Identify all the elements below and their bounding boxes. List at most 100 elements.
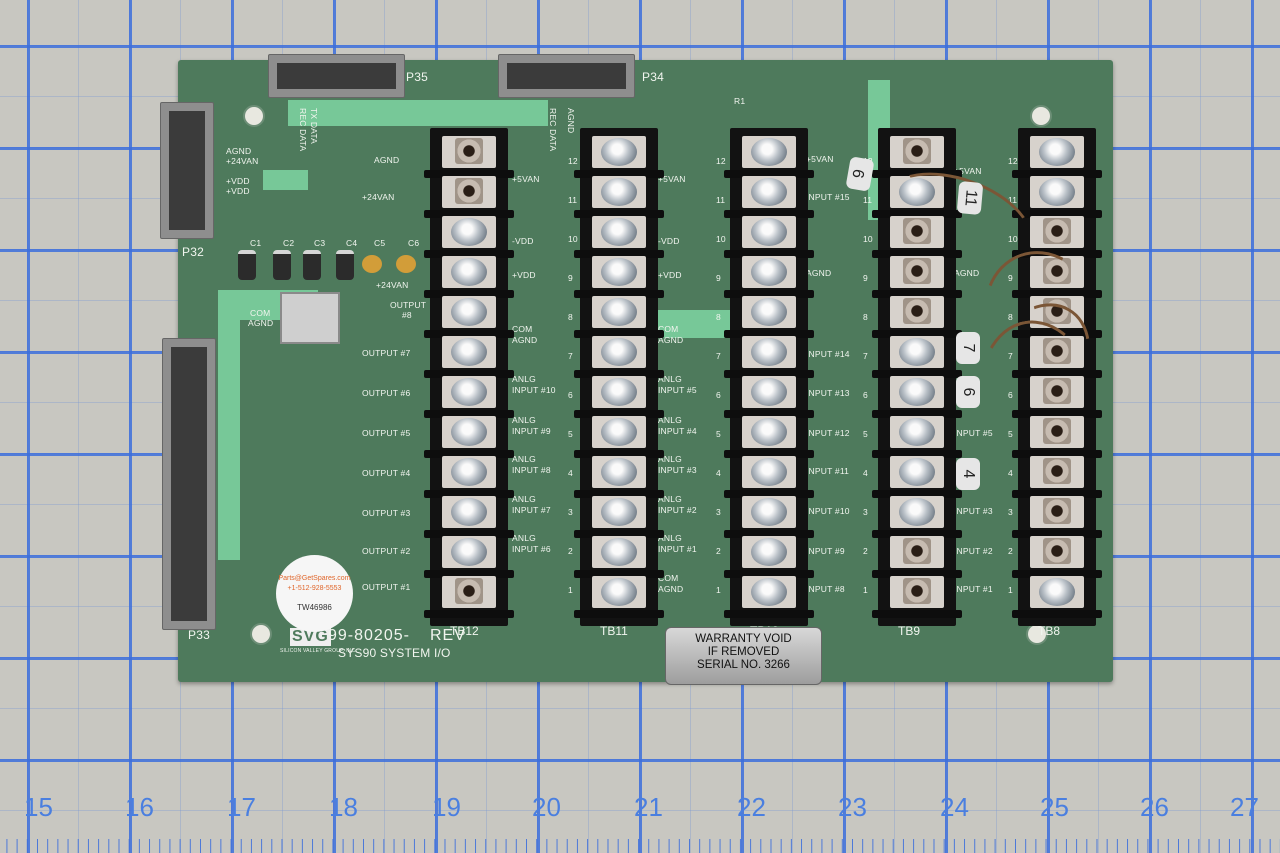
terminal-screw[interactable] <box>601 298 637 326</box>
terminal-socket[interactable] <box>1043 298 1071 324</box>
terminal-number: 8 <box>863 312 868 322</box>
terminal-screw[interactable] <box>751 418 787 446</box>
tb10-left-item: INPUT #2 <box>658 505 697 515</box>
terminal-screw[interactable] <box>1039 138 1075 166</box>
tb11-left-item: AGND <box>512 335 538 345</box>
terminal-screw[interactable] <box>601 178 637 206</box>
terminal-socket[interactable] <box>455 178 483 204</box>
rev-label: REV <box>430 627 466 644</box>
terminal-screw[interactable] <box>451 458 487 486</box>
terminal-number: 11 <box>716 195 726 205</box>
tb9-left-item: INPUT #13 <box>806 388 850 398</box>
tb10-left-item: INPUT #1 <box>658 544 697 554</box>
terminal-screw[interactable] <box>899 178 935 206</box>
terminal-socket[interactable] <box>455 138 483 164</box>
terminal-screw[interactable] <box>451 498 487 526</box>
terminal-screw[interactable] <box>751 218 787 246</box>
terminal-socket[interactable] <box>455 578 483 604</box>
tb12-left-item: OUTPUT #1 <box>362 582 411 592</box>
tb10-left-item: ANLG <box>658 374 682 384</box>
trace <box>288 100 548 126</box>
terminal-screw[interactable] <box>601 538 637 566</box>
terminal-socket[interactable] <box>903 298 931 324</box>
terminal-socket[interactable] <box>903 578 931 604</box>
terminal-screw[interactable] <box>751 498 787 526</box>
ruler-number: 22 <box>737 792 766 822</box>
board-subtitle: SYS90 SYSTEM I/O <box>338 646 451 660</box>
terminal-screw[interactable] <box>899 338 935 366</box>
terminal-screw[interactable] <box>899 458 935 486</box>
plate-line: WARRANTY VOID <box>695 633 792 645</box>
terminal-screw[interactable] <box>451 538 487 566</box>
terminal-screw[interactable] <box>451 218 487 246</box>
terminal-socket[interactable] <box>1043 538 1071 564</box>
terminal-screw[interactable] <box>751 458 787 486</box>
terminal-socket[interactable] <box>1043 418 1071 444</box>
terminal-screw[interactable] <box>751 258 787 286</box>
terminal-screw[interactable] <box>1039 178 1075 206</box>
ruler-number: 16 <box>125 792 154 822</box>
tb10-terminal-block: TB10 <box>724 128 814 638</box>
terminal-screw[interactable] <box>899 498 935 526</box>
terminal-screw[interactable] <box>751 338 787 366</box>
terminal-screw[interactable] <box>751 538 787 566</box>
ruler-number: 21 <box>634 792 663 822</box>
tb10-left-item: INPUT #3 <box>658 465 697 475</box>
tb8-left-item: AGND <box>954 268 980 278</box>
terminal-number: 10 <box>568 234 578 244</box>
terminal-number: 8 <box>568 312 573 322</box>
terminal-screw[interactable] <box>601 378 637 406</box>
terminal-screw[interactable] <box>751 578 787 606</box>
tb11-left-item: INPUT #9 <box>512 426 551 436</box>
terminal-screw[interactable] <box>601 218 637 246</box>
terminal-screw[interactable] <box>601 458 637 486</box>
terminal-screw[interactable] <box>899 418 935 446</box>
p34-label: AGND <box>566 108 576 134</box>
svg-logo: SVG <box>290 628 331 646</box>
terminal-screw[interactable] <box>751 178 787 206</box>
tb11-left-item: ANLG <box>512 533 536 543</box>
terminal-socket[interactable] <box>903 138 931 164</box>
cap-label: C5 <box>374 238 386 248</box>
terminal-socket[interactable] <box>903 538 931 564</box>
terminal-screw[interactable] <box>751 298 787 326</box>
tb11-left-item: ANLG <box>512 454 536 464</box>
terminal-screw[interactable] <box>451 258 487 286</box>
terminal-screw[interactable] <box>601 418 637 446</box>
terminal-screw[interactable] <box>451 298 487 326</box>
terminal-number: 12 <box>716 156 726 166</box>
terminal-screw[interactable] <box>451 338 487 366</box>
terminal-number: 4 <box>716 468 721 478</box>
terminal-socket[interactable] <box>903 258 931 284</box>
terminal-screw[interactable] <box>601 578 637 606</box>
tb11-left-item: INPUT #6 <box>512 544 551 554</box>
ruler-number: 20 <box>532 792 561 822</box>
terminal-screw[interactable] <box>601 498 637 526</box>
terminal-number: 5 <box>716 429 721 439</box>
tb11-left-item: INPUT #8 <box>512 465 551 475</box>
terminal-screw[interactable] <box>601 338 637 366</box>
ruler-number: 15 <box>24 792 53 822</box>
terminal-socket[interactable] <box>903 218 931 244</box>
terminal-screw[interactable] <box>751 378 787 406</box>
terminal-socket[interactable] <box>1043 498 1071 524</box>
terminal-socket[interactable] <box>1043 338 1071 364</box>
terminal-screw[interactable] <box>1039 578 1075 606</box>
terminal-screw[interactable] <box>451 378 487 406</box>
terminal-screw[interactable] <box>751 138 787 166</box>
tb8-terminal-block: TB8 <box>1012 128 1102 638</box>
tb9-left-item: INPUT #12 <box>806 428 850 438</box>
terminal-socket[interactable] <box>1043 458 1071 484</box>
terminal-number: 1 <box>863 585 868 595</box>
terminal-number: 8 <box>1008 312 1013 322</box>
header-p34 <box>498 54 635 98</box>
terminal-socket[interactable] <box>1043 218 1071 244</box>
terminal-socket[interactable] <box>1043 258 1071 284</box>
terminal-socket[interactable] <box>1043 378 1071 404</box>
terminal-screw[interactable] <box>601 138 637 166</box>
terminal-screw[interactable] <box>601 258 637 286</box>
terminal-screw[interactable] <box>899 378 935 406</box>
terminal-screw[interactable] <box>451 418 487 446</box>
tb12-left-item: OUTPUT #6 <box>362 388 411 398</box>
terminal-number: 3 <box>863 507 868 517</box>
